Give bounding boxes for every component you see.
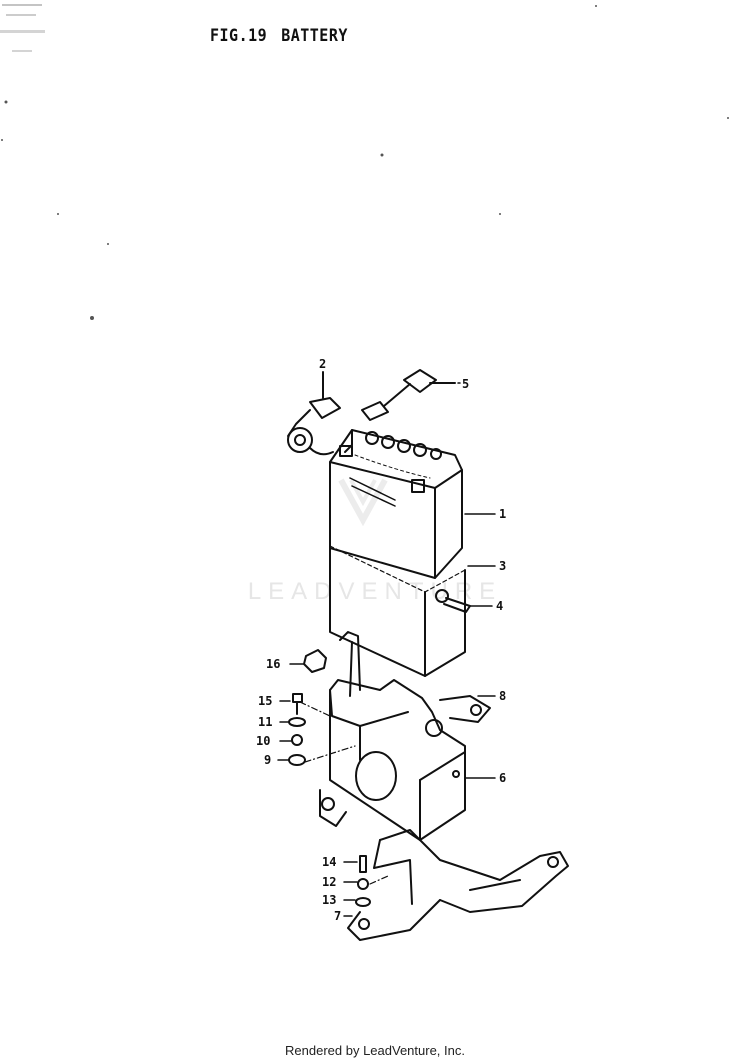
callout-4: 4 <box>496 599 503 613</box>
positive-cable-part-5 <box>361 369 456 421</box>
assembly-lines <box>299 701 389 885</box>
callout-labels: 1 2 3 4 5 6 7 8 9 10 11 12 13 14 15 16 <box>256 357 506 923</box>
hardware-stack-upper <box>288 693 306 766</box>
callout-7: 7 <box>334 909 341 923</box>
holder-bracket-part-6 <box>319 679 466 841</box>
cap-part-16 <box>303 649 327 673</box>
scan-noise <box>0 4 729 320</box>
callout-10: 10 <box>256 734 270 748</box>
figure-number: FIG.19 <box>210 24 268 46</box>
callout-1: 1 <box>499 507 506 521</box>
callout-8: 8 <box>499 689 506 703</box>
figure-name: BATTERY <box>281 24 348 46</box>
callout-15: 15 <box>258 694 272 708</box>
negative-cable-part-2 <box>287 371 341 456</box>
strap-part-8 <box>339 631 491 737</box>
battery-part-1 <box>329 429 463 579</box>
footer-credit: Rendered by LeadVenture, Inc. <box>285 1043 465 1058</box>
figure-title: FIG.19 BATTERY <box>210 25 362 46</box>
leader-lines <box>277 382 496 917</box>
battery-case-part-3 <box>329 545 466 677</box>
hardware-stack-lower <box>355 855 371 907</box>
callout-5: 5 <box>462 377 469 391</box>
callout-12: 12 <box>322 875 336 889</box>
callout-9: 9 <box>264 753 271 767</box>
bolt-part-4 <box>435 589 471 613</box>
callout-13: 13 <box>322 893 336 907</box>
lower-plate-part-7 <box>347 829 569 941</box>
callout-6: 6 <box>499 771 506 785</box>
callout-14: 14 <box>322 855 336 869</box>
callout-16: 16 <box>266 657 280 671</box>
callout-2: 2 <box>319 357 326 371</box>
callout-3: 3 <box>499 559 506 573</box>
callout-11: 11 <box>258 715 272 729</box>
